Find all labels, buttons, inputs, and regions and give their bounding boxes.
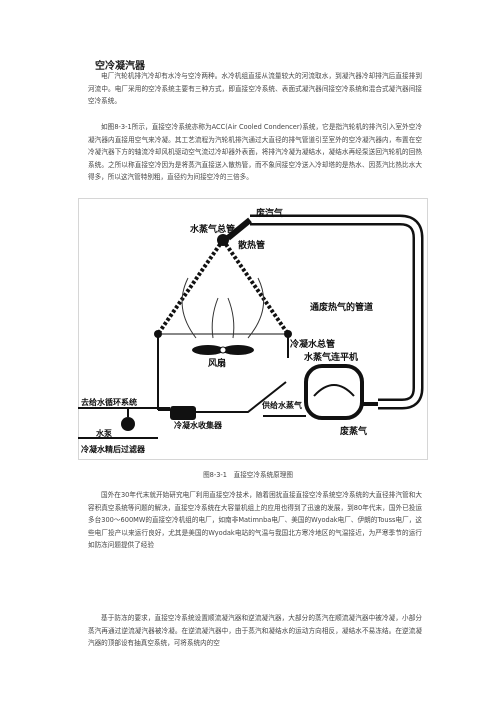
label-pump: 水泵: [95, 428, 112, 438]
label-condensate-tank: 冷凝水收集器: [174, 420, 223, 430]
label-cooling-tubes: 散热管: [238, 239, 265, 251]
condensate-tank-icon: [170, 406, 196, 420]
label-polisher: 冷凝水精后过滤器: [81, 444, 146, 454]
label-waste-steam: 废蒸气: [340, 425, 367, 437]
label-balancer: 水蒸气连平机: [304, 351, 358, 363]
label-fan: 风扇: [208, 357, 226, 369]
figure-caption: 图8-3-1 直接空冷系统原理图: [203, 471, 293, 479]
balancer-icon: [304, 364, 378, 420]
label-steam-header: 水蒸气总管: [190, 223, 235, 235]
label-feedwater-steam: 供给水蒸气: [261, 400, 302, 410]
paragraph-4: 基于防冻的要求，直接空冷系统设置顺流凝汽器和逆流凝汽器，大部分的蒸汽在顺流凝汽器…: [88, 614, 422, 648]
a-frame-condenser: [156, 217, 290, 336]
paragraph-2: 如图8-3-1所示，直接空冷系统亦称为ACC(Air Cooled Conden…: [88, 123, 422, 182]
acc-system-diagram: 废汽气 水蒸气总管 散热管 通废热气的管道 冷凝水总管 风扇 水蒸气连平机 去给…: [78, 198, 428, 460]
fan-icon: [192, 345, 254, 355]
label-to-return: 去给水循环系统: [81, 397, 137, 407]
pump-icon: [121, 417, 135, 431]
figure-frame: [78, 198, 428, 460]
airflow-arrows: [181, 277, 265, 339]
paragraph-3: 国外在30年代末就开始研究电厂利用直接空冷技术，随着困扰直接直接空冷系统空冷系统…: [88, 491, 422, 550]
section-title: 空冷凝汽器: [95, 61, 145, 72]
steam-header-icon: [217, 234, 229, 246]
paragraph-1: 电厂汽轮机排汽冷却有水冷与空冷两种。水冷机组直接从流量较大的河流取水，到凝汽器冷…: [88, 72, 422, 106]
label-exhaust-duct: 通废热气的管道: [310, 301, 373, 313]
label-condensate-header: 冷凝水总管: [290, 338, 335, 350]
label-exhaust-pipe: 废汽气: [256, 207, 283, 219]
